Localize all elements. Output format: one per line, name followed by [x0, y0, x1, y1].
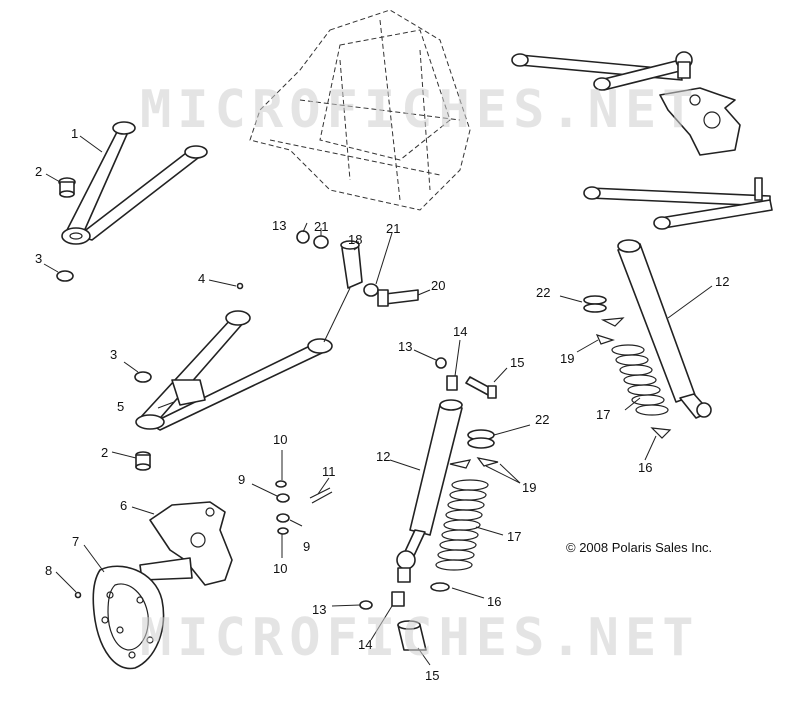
callout-11: 11: [322, 464, 336, 479]
callout-9: 9: [238, 472, 246, 487]
callout-16: 16: [487, 594, 502, 609]
nut-9-top: [276, 493, 290, 503]
ball-joint-upper: [58, 177, 76, 198]
callout-21: 21: [386, 221, 401, 236]
ball-joint-lower: [135, 451, 151, 471]
spring-retainer-22-right: [583, 295, 607, 313]
watermark-top: MICROFICHES.NET: [140, 80, 700, 140]
washer-10-top: [275, 480, 287, 488]
callout-20: 20: [431, 278, 446, 293]
bushing-21-top: [313, 235, 329, 249]
callout-5: 5: [117, 399, 125, 414]
callout-4: 4: [198, 271, 206, 286]
callout-22: 22: [536, 285, 551, 300]
clip-19-center: [449, 457, 499, 469]
spring-seat-16-center: [430, 582, 450, 592]
callout-14: 14: [358, 637, 373, 652]
washer-10-bottom: [277, 527, 289, 535]
callout-16: 16: [638, 460, 653, 475]
callout-19: 19: [560, 351, 575, 366]
nut-9-bottom: [276, 513, 290, 523]
bolt-15-mid: [465, 376, 497, 399]
cotter-pin: [309, 487, 333, 504]
sleeve-18: [340, 240, 363, 289]
callout-12: 12: [715, 274, 730, 289]
callout-22: 22: [535, 412, 550, 427]
callout-10: 10: [273, 561, 288, 576]
watermark-bottom: MICROFICHES.NET: [140, 608, 700, 668]
callout-14: 14: [453, 324, 468, 339]
callout-13: 13: [398, 339, 413, 354]
spring-seat-16-right: [650, 427, 672, 439]
callout-8: 8: [45, 563, 53, 578]
retaining-ring-lower: [134, 371, 152, 383]
callout-1: 1: [71, 126, 79, 141]
coil-spring-right: [611, 344, 669, 416]
leader-lines: [43, 135, 713, 666]
callout-17: 17: [596, 407, 611, 422]
callout-13: 13: [312, 602, 327, 617]
spacer-14-mid: [446, 375, 458, 391]
chassis-frame: [249, 9, 471, 211]
brake-disc: [92, 565, 165, 670]
lower-right-arm-assembly: [583, 177, 773, 230]
lower-a-arm: [135, 310, 333, 431]
callout-6: 6: [120, 498, 128, 513]
spindle-knuckle: [139, 501, 233, 586]
bolt-15-bottom: [397, 620, 427, 651]
callout-15: 15: [510, 355, 525, 370]
clip-19-right: [595, 317, 625, 345]
retaining-ring-upper: [56, 270, 74, 282]
callout-10: 10: [273, 432, 288, 447]
spring-retainer-22-center: [467, 429, 495, 449]
bolt-20: [377, 289, 419, 307]
callout-2: 2: [35, 164, 43, 179]
callout-7: 7: [72, 534, 80, 549]
callout-3: 3: [110, 347, 118, 362]
shock-absorber-right: [617, 239, 712, 419]
callout-15: 15: [425, 668, 440, 683]
spindle-knuckle-right: [659, 87, 741, 156]
screw-small: [74, 591, 82, 599]
callout-21: 21: [314, 219, 329, 234]
upper-a-arm: [61, 121, 208, 245]
callout-2: 2: [101, 445, 109, 460]
callout-9: 9: [303, 539, 311, 554]
callout-12: 12: [376, 449, 391, 464]
callout-19: 19: [522, 480, 537, 495]
spacer-14-bottom: [391, 591, 405, 607]
copyright-notice: © 2008 Polaris Sales Inc.: [566, 540, 713, 555]
callout-18: 18: [348, 232, 363, 247]
nut-13-mid: [435, 357, 447, 369]
callout-13: 13: [272, 218, 287, 233]
coil-spring-center: [435, 479, 489, 571]
callout-17: 17: [507, 529, 522, 544]
grease-fitting: [236, 282, 244, 290]
nut-13-top: [296, 230, 310, 244]
bushing-21-bottom: [363, 283, 379, 297]
upper-right-arm-assembly: [511, 51, 693, 91]
shock-absorber-center: [396, 399, 463, 583]
callout-3: 3: [35, 251, 43, 266]
